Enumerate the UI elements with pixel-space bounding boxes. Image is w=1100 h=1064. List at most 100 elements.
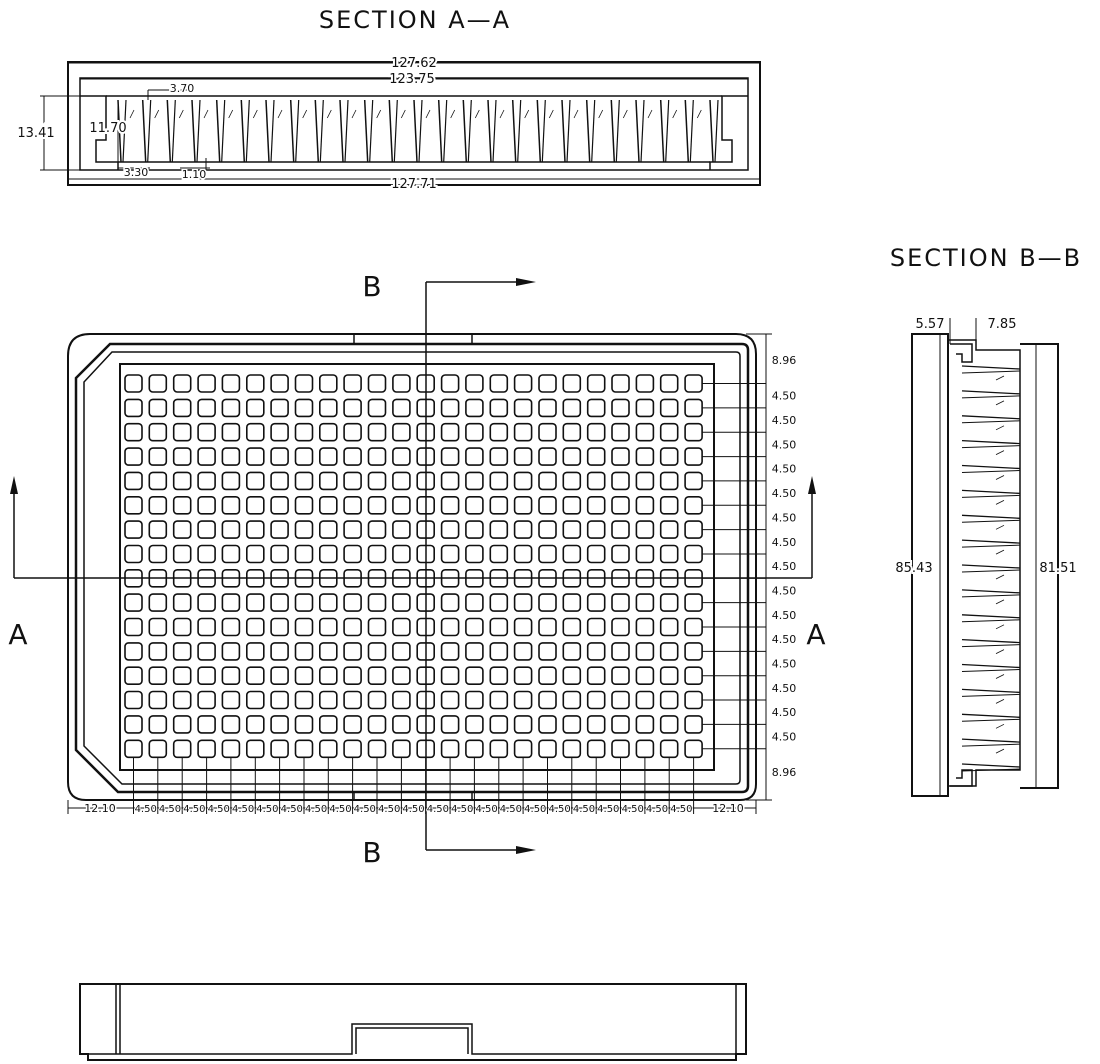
well-wall — [413, 99, 418, 163]
well — [489, 593, 509, 612]
well — [294, 666, 314, 686]
well — [440, 715, 460, 734]
well — [586, 520, 606, 539]
well — [270, 398, 289, 418]
well — [392, 495, 411, 515]
well — [148, 739, 168, 759]
well — [659, 715, 679, 734]
dim-wall: 1.10 — [182, 168, 207, 181]
well — [562, 520, 582, 539]
well-wall — [961, 688, 1021, 694]
well — [172, 422, 192, 442]
well — [270, 520, 289, 539]
well — [172, 471, 192, 491]
well — [562, 471, 582, 491]
well — [538, 422, 557, 442]
well — [343, 617, 362, 637]
well — [221, 471, 241, 491]
well — [318, 520, 338, 539]
well-wall — [961, 519, 1021, 523]
well-wall — [961, 370, 1021, 374]
well-wall — [961, 539, 1021, 544]
well — [172, 739, 192, 759]
section-bb-title: SECTION B—B — [890, 244, 1082, 272]
well — [635, 447, 655, 466]
well — [246, 422, 265, 442]
well — [124, 544, 143, 564]
hatch-mark — [622, 109, 628, 119]
well — [489, 642, 509, 661]
well-wall — [961, 564, 1021, 569]
well — [611, 642, 630, 661]
well — [611, 544, 630, 564]
well — [221, 447, 241, 466]
well — [684, 593, 703, 612]
well — [318, 544, 338, 564]
well — [659, 617, 679, 637]
dim-left-step: 5.57 — [916, 317, 945, 332]
well — [246, 690, 265, 710]
well — [538, 520, 557, 539]
cut-line-a — [10, 476, 816, 579]
arrow-icon — [808, 476, 816, 494]
well-wall — [961, 445, 1021, 449]
well-wall — [462, 99, 468, 163]
well — [197, 422, 216, 442]
well — [294, 739, 314, 759]
hatch-mark — [573, 109, 579, 119]
well — [465, 471, 484, 491]
well-wall — [961, 693, 1021, 697]
well — [392, 666, 411, 686]
well-wall — [961, 415, 1021, 420]
well — [343, 447, 362, 466]
well-wall — [961, 669, 1021, 672]
well — [343, 471, 362, 491]
well-wall — [215, 99, 221, 163]
plate-tab-bottom — [353, 792, 473, 801]
well-wall — [659, 99, 665, 163]
well — [392, 617, 411, 637]
well — [246, 544, 265, 564]
well — [586, 471, 606, 491]
well-wall — [265, 99, 270, 163]
well-wall — [635, 99, 640, 163]
well — [246, 374, 265, 393]
well — [246, 471, 265, 491]
dim-col-pitch: 4.50 — [305, 804, 327, 815]
well — [367, 544, 387, 564]
well — [684, 544, 703, 564]
plate-outline — [67, 333, 757, 801]
well — [172, 398, 192, 418]
well-wall — [166, 99, 172, 163]
well — [538, 690, 557, 710]
well — [246, 447, 265, 466]
dim-row-pitch: 4.50 — [772, 390, 797, 403]
well-wall — [961, 619, 1021, 623]
well — [270, 715, 289, 734]
well — [318, 422, 338, 442]
well — [440, 739, 460, 759]
well — [489, 398, 509, 418]
well — [562, 666, 582, 686]
well — [465, 690, 484, 710]
well — [318, 374, 338, 393]
well — [440, 690, 460, 710]
well — [611, 715, 630, 734]
well — [148, 642, 168, 661]
well — [172, 520, 192, 539]
well-wall — [961, 614, 1021, 619]
well — [270, 642, 289, 661]
plate-rim-inner — [83, 351, 741, 785]
well — [318, 666, 338, 686]
well — [465, 666, 484, 686]
arrow-icon — [516, 846, 536, 854]
well — [270, 666, 289, 686]
well — [635, 617, 655, 637]
well — [246, 642, 265, 661]
well — [221, 520, 241, 539]
well — [635, 666, 655, 686]
well — [197, 690, 216, 710]
well-wall — [961, 594, 1021, 598]
well — [465, 520, 484, 539]
well — [659, 374, 679, 393]
